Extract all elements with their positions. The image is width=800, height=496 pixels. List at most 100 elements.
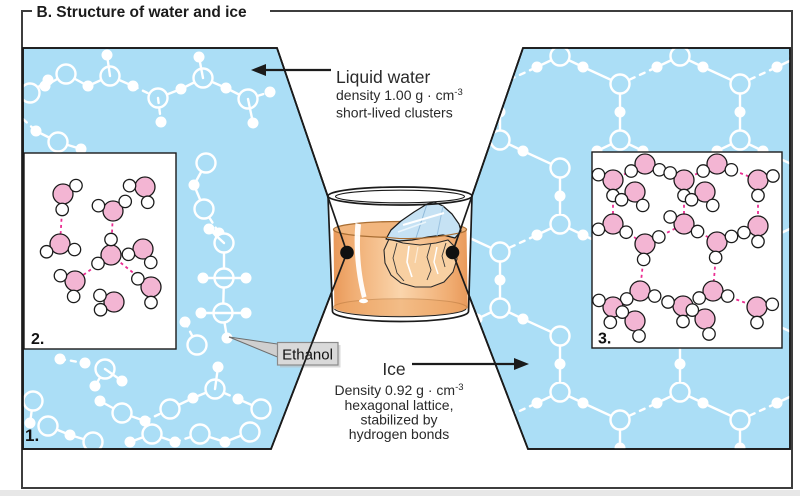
oxygen-atom xyxy=(602,169,624,191)
chain-atom-dot xyxy=(264,86,276,98)
oxygen-atom xyxy=(624,181,646,203)
oxygen-atom xyxy=(134,176,156,198)
chain-atom-ring xyxy=(193,198,215,220)
oxygen-atom xyxy=(602,213,624,235)
chain-atom-dot xyxy=(75,143,87,155)
water-molecule xyxy=(634,230,666,267)
figure-title: B. Structure of water and ice xyxy=(37,4,248,21)
hydrogen-atom xyxy=(592,293,606,308)
water-molecule xyxy=(692,280,735,305)
oxygen-atom xyxy=(629,280,651,302)
chain-atom-dot xyxy=(221,332,233,344)
hydrogen-atom xyxy=(144,295,158,310)
hydrogen-atom xyxy=(91,256,105,271)
glass-rim-inner xyxy=(334,189,466,204)
chain-atom-ring xyxy=(23,390,44,412)
hydrogen-atom xyxy=(724,162,739,177)
water-chain-decor xyxy=(94,378,272,427)
water-chain-decor xyxy=(203,223,226,245)
chain-atom-ring xyxy=(82,431,104,449)
chain-atom-dot xyxy=(175,83,187,95)
hydrogen-atom xyxy=(647,289,662,303)
hydrogen-atom xyxy=(104,232,118,247)
water-molecule xyxy=(684,181,720,213)
water-chain-decor xyxy=(39,63,276,110)
hydrogen-atom xyxy=(121,247,136,262)
hydrogen-atom xyxy=(591,222,606,237)
oxygen-atom xyxy=(702,280,724,302)
chain-atom-dot xyxy=(193,51,205,63)
water-chain-decor xyxy=(155,96,167,128)
hydrogen-atom xyxy=(635,198,650,213)
chain-atom-dot xyxy=(24,417,36,429)
hydrogen-atom xyxy=(39,244,54,259)
water-chain-decor xyxy=(197,272,252,284)
hydrogen-atom xyxy=(93,288,107,303)
chain-atom-dot xyxy=(54,353,66,365)
chain-atom-dot xyxy=(179,316,191,328)
chain-atom-ring xyxy=(250,398,272,420)
water-chain-decor xyxy=(195,307,252,319)
water-molecule xyxy=(663,166,695,203)
oxygen-atom xyxy=(706,231,728,253)
inset-ice-lattice: 3. xyxy=(591,151,783,349)
sample-dot-left xyxy=(340,245,354,260)
chain-atom-dot xyxy=(220,82,232,94)
water-chain-decor xyxy=(212,361,224,391)
ice-density-text: Density 0.92 g · cm xyxy=(334,382,455,398)
water-molecule xyxy=(91,232,122,271)
ice-title: Ice xyxy=(382,359,405,379)
water-molecule xyxy=(746,296,780,330)
hydrogen-atom xyxy=(93,302,108,317)
oxygen-atom xyxy=(747,169,769,191)
water-molecule xyxy=(91,194,133,222)
hydrogen-atom xyxy=(737,225,751,240)
chain-atom-ring xyxy=(141,423,163,445)
chain-atom-dot xyxy=(89,380,101,392)
sample-dot-right xyxy=(445,245,460,260)
hydrogen-atom xyxy=(67,242,82,257)
chain-atom-ring xyxy=(47,131,69,153)
water-molecule xyxy=(696,153,739,178)
chain-atom-dot xyxy=(212,361,224,373)
hydrogen-atom xyxy=(619,225,633,240)
hydrogen-atom xyxy=(118,194,133,209)
hydrogen-atom xyxy=(720,289,735,303)
hydrogen-atom xyxy=(53,268,68,283)
chain-atom-ring xyxy=(189,423,211,445)
hydrogen-atom xyxy=(636,252,651,267)
right-arrow-icon xyxy=(514,358,529,370)
water-molecule xyxy=(619,280,662,306)
hydrogen-atom xyxy=(663,166,678,180)
water-molecule xyxy=(685,303,716,341)
water-molecule xyxy=(663,210,705,239)
hydrogen-atom xyxy=(765,297,780,312)
glass-highlight-tip xyxy=(359,298,368,304)
water-molecule xyxy=(614,181,650,213)
hydrogen-atom xyxy=(685,303,700,317)
hydrogen-atom xyxy=(751,234,765,249)
water-chain-decor xyxy=(23,390,44,429)
chain-atom-dot xyxy=(240,307,252,319)
chain-atom-dot xyxy=(188,179,200,191)
ice-stabilized-line: stabilized by xyxy=(360,412,437,428)
glass-bottom-inner xyxy=(334,308,467,318)
glass-bottom-outer xyxy=(331,311,470,323)
hydrogen-atom xyxy=(55,202,70,217)
chain-atom-dot xyxy=(169,436,181,448)
hydrogen-atom xyxy=(624,164,639,178)
liquid-bottom xyxy=(332,298,468,317)
water-molecule xyxy=(591,213,633,240)
chain-atom-ring xyxy=(111,402,133,424)
hydrogen-atom xyxy=(66,289,81,304)
hydrogen-atom xyxy=(663,210,678,224)
chain-bond xyxy=(156,96,163,124)
hydrogen-atom xyxy=(724,229,739,244)
chain-atom-ring xyxy=(186,334,208,356)
water-molecule xyxy=(122,176,156,210)
oxygen-atom xyxy=(64,270,86,292)
water-chain-decor xyxy=(124,421,261,448)
figure-frame xyxy=(21,10,793,489)
ice-label-group: Ice Density 0.92 g · cm-3 hexagonal latt… xyxy=(334,358,529,442)
